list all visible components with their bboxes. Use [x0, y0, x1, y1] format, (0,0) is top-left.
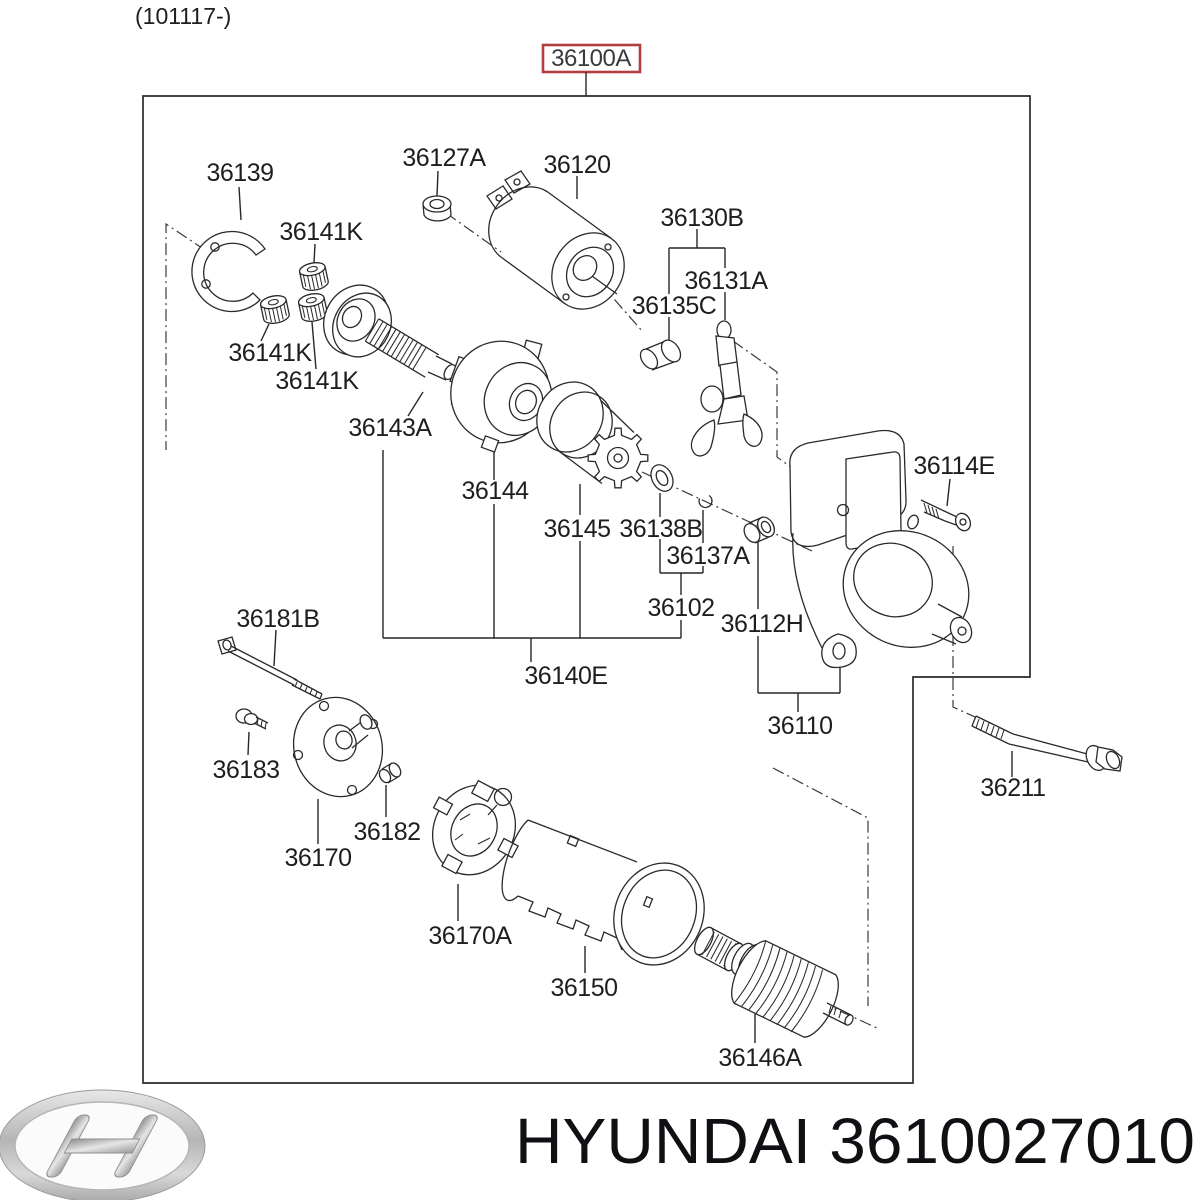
part-drawing-solenoid-36120 [486, 170, 625, 310]
production-range-label: (101117-) [135, 3, 231, 29]
part-drawing-clip-36137a [698, 494, 713, 509]
footer-brand-part-number: HYUNDAI 3610027010 [515, 1105, 1195, 1177]
part-drawing-clutch-36145 [536, 381, 649, 489]
part-drawing-bushing-36112h [743, 516, 776, 544]
part-drawing-ring-36139 [191, 230, 266, 313]
part-label-36110: 36110 [767, 712, 832, 740]
part-drawing-bushing-36182 [378, 762, 402, 784]
part-label-36145: 36145 [543, 515, 610, 543]
part-label-36127a: 36127A [402, 144, 486, 172]
part-label-36114e: 36114E [913, 452, 994, 480]
part-drawing-yoke-36150 [501, 819, 705, 966]
part-label-36182: 36182 [353, 818, 420, 846]
part-label-36144: 36144 [461, 477, 529, 505]
part-label-36131a: 36131A [684, 267, 768, 295]
part-drawing-nut-36141k-1 [297, 259, 331, 294]
part-drawing-armature-36146a [693, 926, 854, 1038]
part-drawing-brush-holder-36170a [431, 779, 519, 876]
leader-lines [238, 170, 1013, 1043]
part-drawing-bracket-36144 [449, 339, 553, 453]
part-drawing-bolt-36211 [971, 715, 1123, 772]
part-label-36102: 36102 [647, 594, 714, 622]
part-label-36140e: 36140E [524, 662, 607, 690]
part-label-36150: 36150 [550, 974, 617, 1002]
part-label-36141k-3: 36141K [275, 367, 359, 395]
part-labels: 36139 36141K 36141K 36141K 36127A 36120 … [206, 144, 1046, 1072]
hyundai-logo-icon [0, 1089, 206, 1200]
part-label-36181b: 36181B [236, 605, 319, 633]
part-drawing-nut-36141k-2 [258, 292, 292, 327]
part-drawing-screw-36183 [235, 708, 269, 730]
part-drawing-housing-36110 [789, 429, 973, 669]
part-label-36141k-1: 36141K [279, 218, 363, 246]
part-drawing-nut-36127a [422, 195, 452, 222]
part-drawing-shaft-36143a [323, 284, 457, 381]
part-label-36138b: 36138B [619, 515, 702, 543]
part-drawing-bolt-36114e [920, 499, 972, 532]
part-label-36170: 36170 [284, 844, 351, 872]
part-label-36141k-2: 36141K [228, 339, 312, 367]
part-label-36135c: 36135C [632, 292, 717, 320]
part-label-36146a: 36146A [718, 1044, 802, 1072]
part-drawing-lever-36131a [690, 320, 763, 457]
part-label-36211: 36211 [980, 774, 1045, 802]
part-drawing-cap-36135c [639, 339, 682, 371]
part-label-36137a: 36137A [666, 542, 750, 570]
part-label-36112h: 36112H [721, 610, 804, 638]
assembly-part-number: 36100A [551, 45, 631, 72]
part-label-36130b: 36130B [660, 204, 743, 232]
part-label-36170a: 36170A [428, 922, 512, 950]
part-label-36143a: 36143A [348, 414, 432, 442]
diagram-frame [142, 95, 1031, 1084]
part-drawing-bolt-36181b [217, 636, 323, 700]
badge-box [541, 43, 642, 74]
assembly-badge: 36100A [541, 43, 642, 96]
part-label-36139: 36139 [206, 159, 273, 187]
part-label-36120: 36120 [543, 151, 610, 179]
part-label-36183: 36183 [212, 756, 279, 784]
part-drawing-washer-36138b [650, 464, 674, 492]
part-drawing-cover-36170 [292, 696, 384, 798]
